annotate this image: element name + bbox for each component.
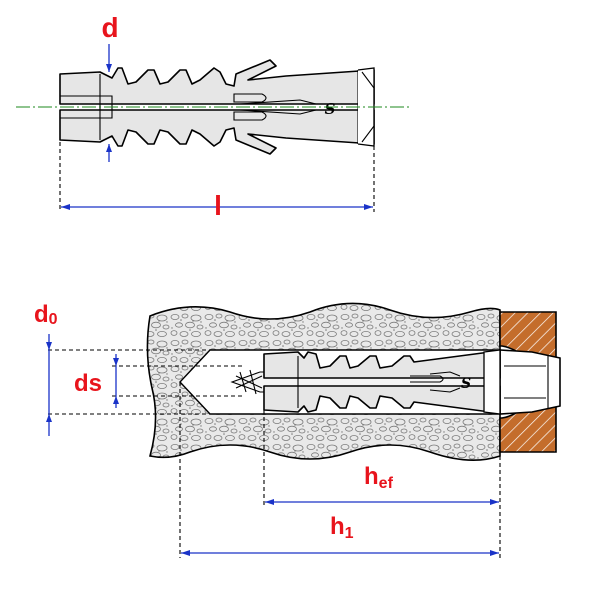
embedment-depth-label: hef	[364, 463, 394, 492]
top-diameter-dimension: d	[101, 12, 119, 162]
embedment-depth-dimension: hef	[265, 463, 499, 505]
top-length-label: l	[214, 190, 222, 221]
screw-diameter-dimension: ds	[74, 354, 119, 408]
drill-diameter-label: d0	[34, 301, 58, 328]
top-brand-mark: S	[325, 100, 336, 118]
hole-depth-label: h1	[330, 513, 354, 542]
screw-diameter-label: ds	[74, 370, 102, 397]
section-extension-lines	[48, 349, 501, 558]
top-diameter-label: d	[101, 12, 118, 43]
dowel-lower-shell	[59, 109, 375, 155]
drill-diameter-dimension: d0	[34, 301, 58, 436]
top-length-dimension: l	[59, 142, 375, 221]
section-dowel: S	[263, 349, 501, 415]
section-brand-mark: S	[461, 376, 471, 392]
screw-head	[499, 349, 561, 415]
dowel-upper-shell	[59, 59, 375, 105]
hole-depth-dimension: h1	[181, 513, 499, 556]
